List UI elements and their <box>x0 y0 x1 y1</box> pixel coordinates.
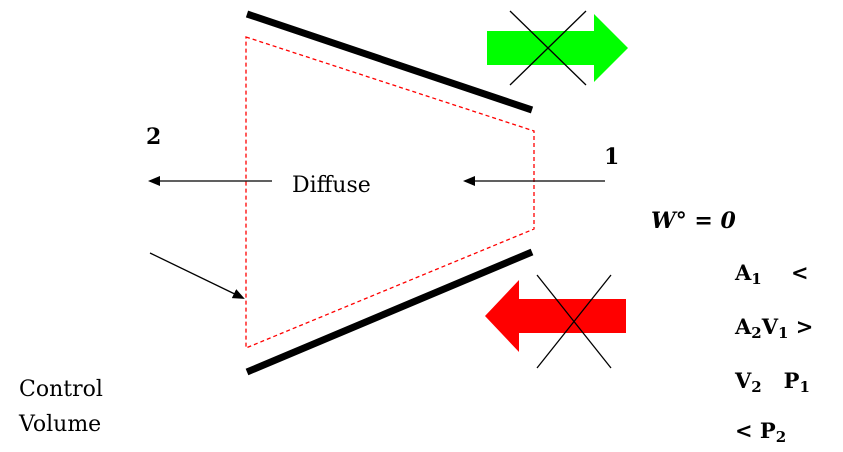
relation-text: A <box>734 260 752 285</box>
relation-subscript: 1 <box>751 270 761 288</box>
relation-subscript: 2 <box>776 428 786 446</box>
relation-subscript: 2 <box>751 378 761 396</box>
relation-text: > <box>788 314 813 339</box>
lower-wall <box>245 248 534 376</box>
work-label: W° = 0 <box>651 208 736 234</box>
relation-text: < P <box>735 418 776 443</box>
control-volume-label-line2: Volume <box>18 412 101 437</box>
upper-wall <box>245 10 534 114</box>
station-1-label: 1 <box>604 144 619 170</box>
left-arrow-crossed-out-icon <box>485 274 626 369</box>
relation-subscript: 2 <box>751 324 761 342</box>
cross-stroke-2 <box>509 10 587 86</box>
relation-line-1: A1 < <box>734 260 809 288</box>
relation-text: P <box>762 368 800 393</box>
relation-line-4: < P2 <box>735 418 786 446</box>
station-2-label: 2 <box>146 124 161 150</box>
process-label: Diffuse <box>292 173 371 198</box>
relations-block: A1 <A2V1 >V2 P1< P2 <box>734 260 813 446</box>
relation-line-3: V2 P1 <box>734 368 810 396</box>
cross-stroke-2 <box>536 274 612 369</box>
relation-text: V <box>761 314 779 339</box>
relation-text: A <box>734 314 752 339</box>
control-volume-boundary <box>245 36 535 349</box>
relation-text: < <box>762 260 809 285</box>
control-volume-label-line1: Control <box>19 377 103 402</box>
relation-line-2: A2V1 > <box>734 314 813 342</box>
relation-subscript: 1 <box>778 324 788 342</box>
relation-subscript: 1 <box>799 378 809 396</box>
green-arrow <box>487 14 628 82</box>
red-arrow <box>485 280 626 352</box>
right-arrow-crossed-out-icon <box>487 10 628 86</box>
relation-text: V <box>734 368 752 393</box>
control-volume-pointer <box>149 252 245 299</box>
